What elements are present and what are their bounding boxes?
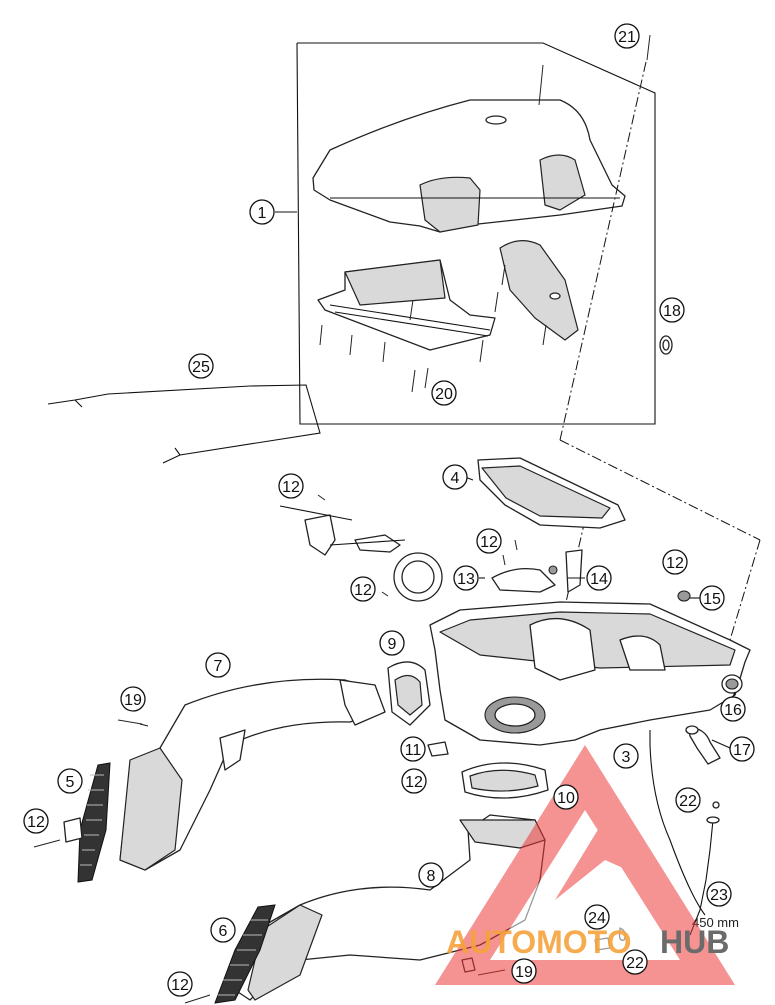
callout-label: 6 [219, 923, 228, 940]
hose-length-label: 450 mm [692, 915, 739, 930]
callout-20: 20 [431, 380, 457, 406]
callout-15: 15 [699, 585, 725, 611]
support-rod [47, 384, 321, 464]
brackets [279, 494, 518, 602]
callout-label: 8 [427, 868, 436, 885]
callout-22: 22 [675, 787, 701, 813]
callout-label: 20 [435, 386, 453, 403]
airbox-body [429, 601, 751, 746]
callout-label: 18 [663, 303, 681, 320]
callout-24: 24 [584, 904, 610, 930]
callout-label: 19 [124, 692, 142, 709]
callout-label: 1 [258, 205, 267, 222]
callout-label: 22 [679, 793, 697, 810]
callout-4: 4 [442, 464, 468, 490]
callout-label: 12 [171, 977, 189, 994]
callout-label: 11 [405, 742, 422, 759]
callout-25: 25 [188, 353, 214, 379]
callout-label: 12 [27, 814, 45, 831]
callout-12: 12 [350, 576, 376, 602]
duct-seal-9 [387, 661, 431, 726]
mesh-grille-6 [184, 904, 276, 1004]
callout-label: 3 [622, 749, 631, 766]
callout-6: 6 [210, 917, 236, 943]
side-deflector [499, 240, 579, 341]
callout-1: 1 [249, 199, 275, 225]
airbox-inner-frame [317, 259, 496, 351]
callout-3: 3 [613, 743, 639, 769]
callout-label: 16 [724, 702, 742, 719]
callout-13: 13 [453, 565, 479, 591]
callout-label: 22 [626, 955, 644, 972]
callout-11: 11 [400, 736, 426, 762]
callout-label: 25 [192, 359, 210, 376]
watermark-text: AUTOMOTO HUB [446, 924, 729, 960]
callout-label: 10 [557, 790, 575, 807]
callout-label: 13 [457, 571, 475, 588]
callout-12: 12 [401, 768, 427, 794]
callout-5: 5 [57, 768, 83, 794]
alignment-lines [547, 34, 761, 681]
air-filter [477, 457, 626, 529]
callout-12: 12 [662, 549, 688, 575]
callout-16: 16 [720, 696, 746, 722]
callout-label: 21 [618, 29, 636, 46]
callout-label: 19 [515, 964, 533, 981]
hose-clamp-18 [659, 335, 673, 355]
callout-label: 9 [388, 636, 397, 653]
callout-21: 21 [614, 23, 640, 49]
callout-22: 22 [622, 949, 648, 975]
intake-flange [491, 549, 583, 593]
watermark-text-part2: HUB [660, 924, 729, 960]
callout-label: 4 [451, 470, 460, 487]
callout-18: 18 [659, 297, 685, 323]
airbox-lid [312, 64, 626, 233]
callout-8: 8 [418, 862, 444, 888]
callout-14: 14 [586, 565, 612, 591]
callout-10: 10 [553, 784, 579, 810]
callout-12: 12 [476, 528, 502, 554]
callout-label: 23 [710, 887, 728, 904]
callout-17: 17 [729, 736, 755, 762]
callout-7: 7 [205, 652, 231, 678]
callout-label: 17 [733, 742, 751, 759]
callout-12: 12 [167, 971, 193, 997]
intake-duct-upper [119, 678, 386, 871]
callout-label: 12 [354, 582, 372, 599]
callout-19: 19 [120, 686, 146, 712]
mesh-grille-5 [33, 762, 111, 883]
small-fittings [677, 590, 743, 765]
callout-label: 5 [66, 774, 75, 791]
callout-label: 12 [666, 555, 684, 572]
callout-12: 12 [23, 808, 49, 834]
callout-label: 24 [588, 910, 606, 927]
callout-label: 14 [590, 571, 608, 588]
kit-screws [319, 264, 547, 393]
clip-and-gasket [427, 741, 549, 799]
kit-boundary-frame [275, 42, 656, 425]
callout-label: 7 [214, 658, 223, 675]
callout-label: 12 [405, 774, 423, 791]
callout-12: 12 [278, 473, 304, 499]
callout-label: 12 [480, 534, 498, 551]
callout-label: 15 [703, 591, 721, 608]
watermark-text-part1: AUTOMOTO [446, 924, 631, 960]
callout-23: 23 [706, 881, 732, 907]
callout-9: 9 [379, 630, 405, 656]
callout-19: 19 [511, 958, 537, 984]
watermark-logo [435, 745, 735, 985]
callout-label: 12 [282, 479, 300, 496]
